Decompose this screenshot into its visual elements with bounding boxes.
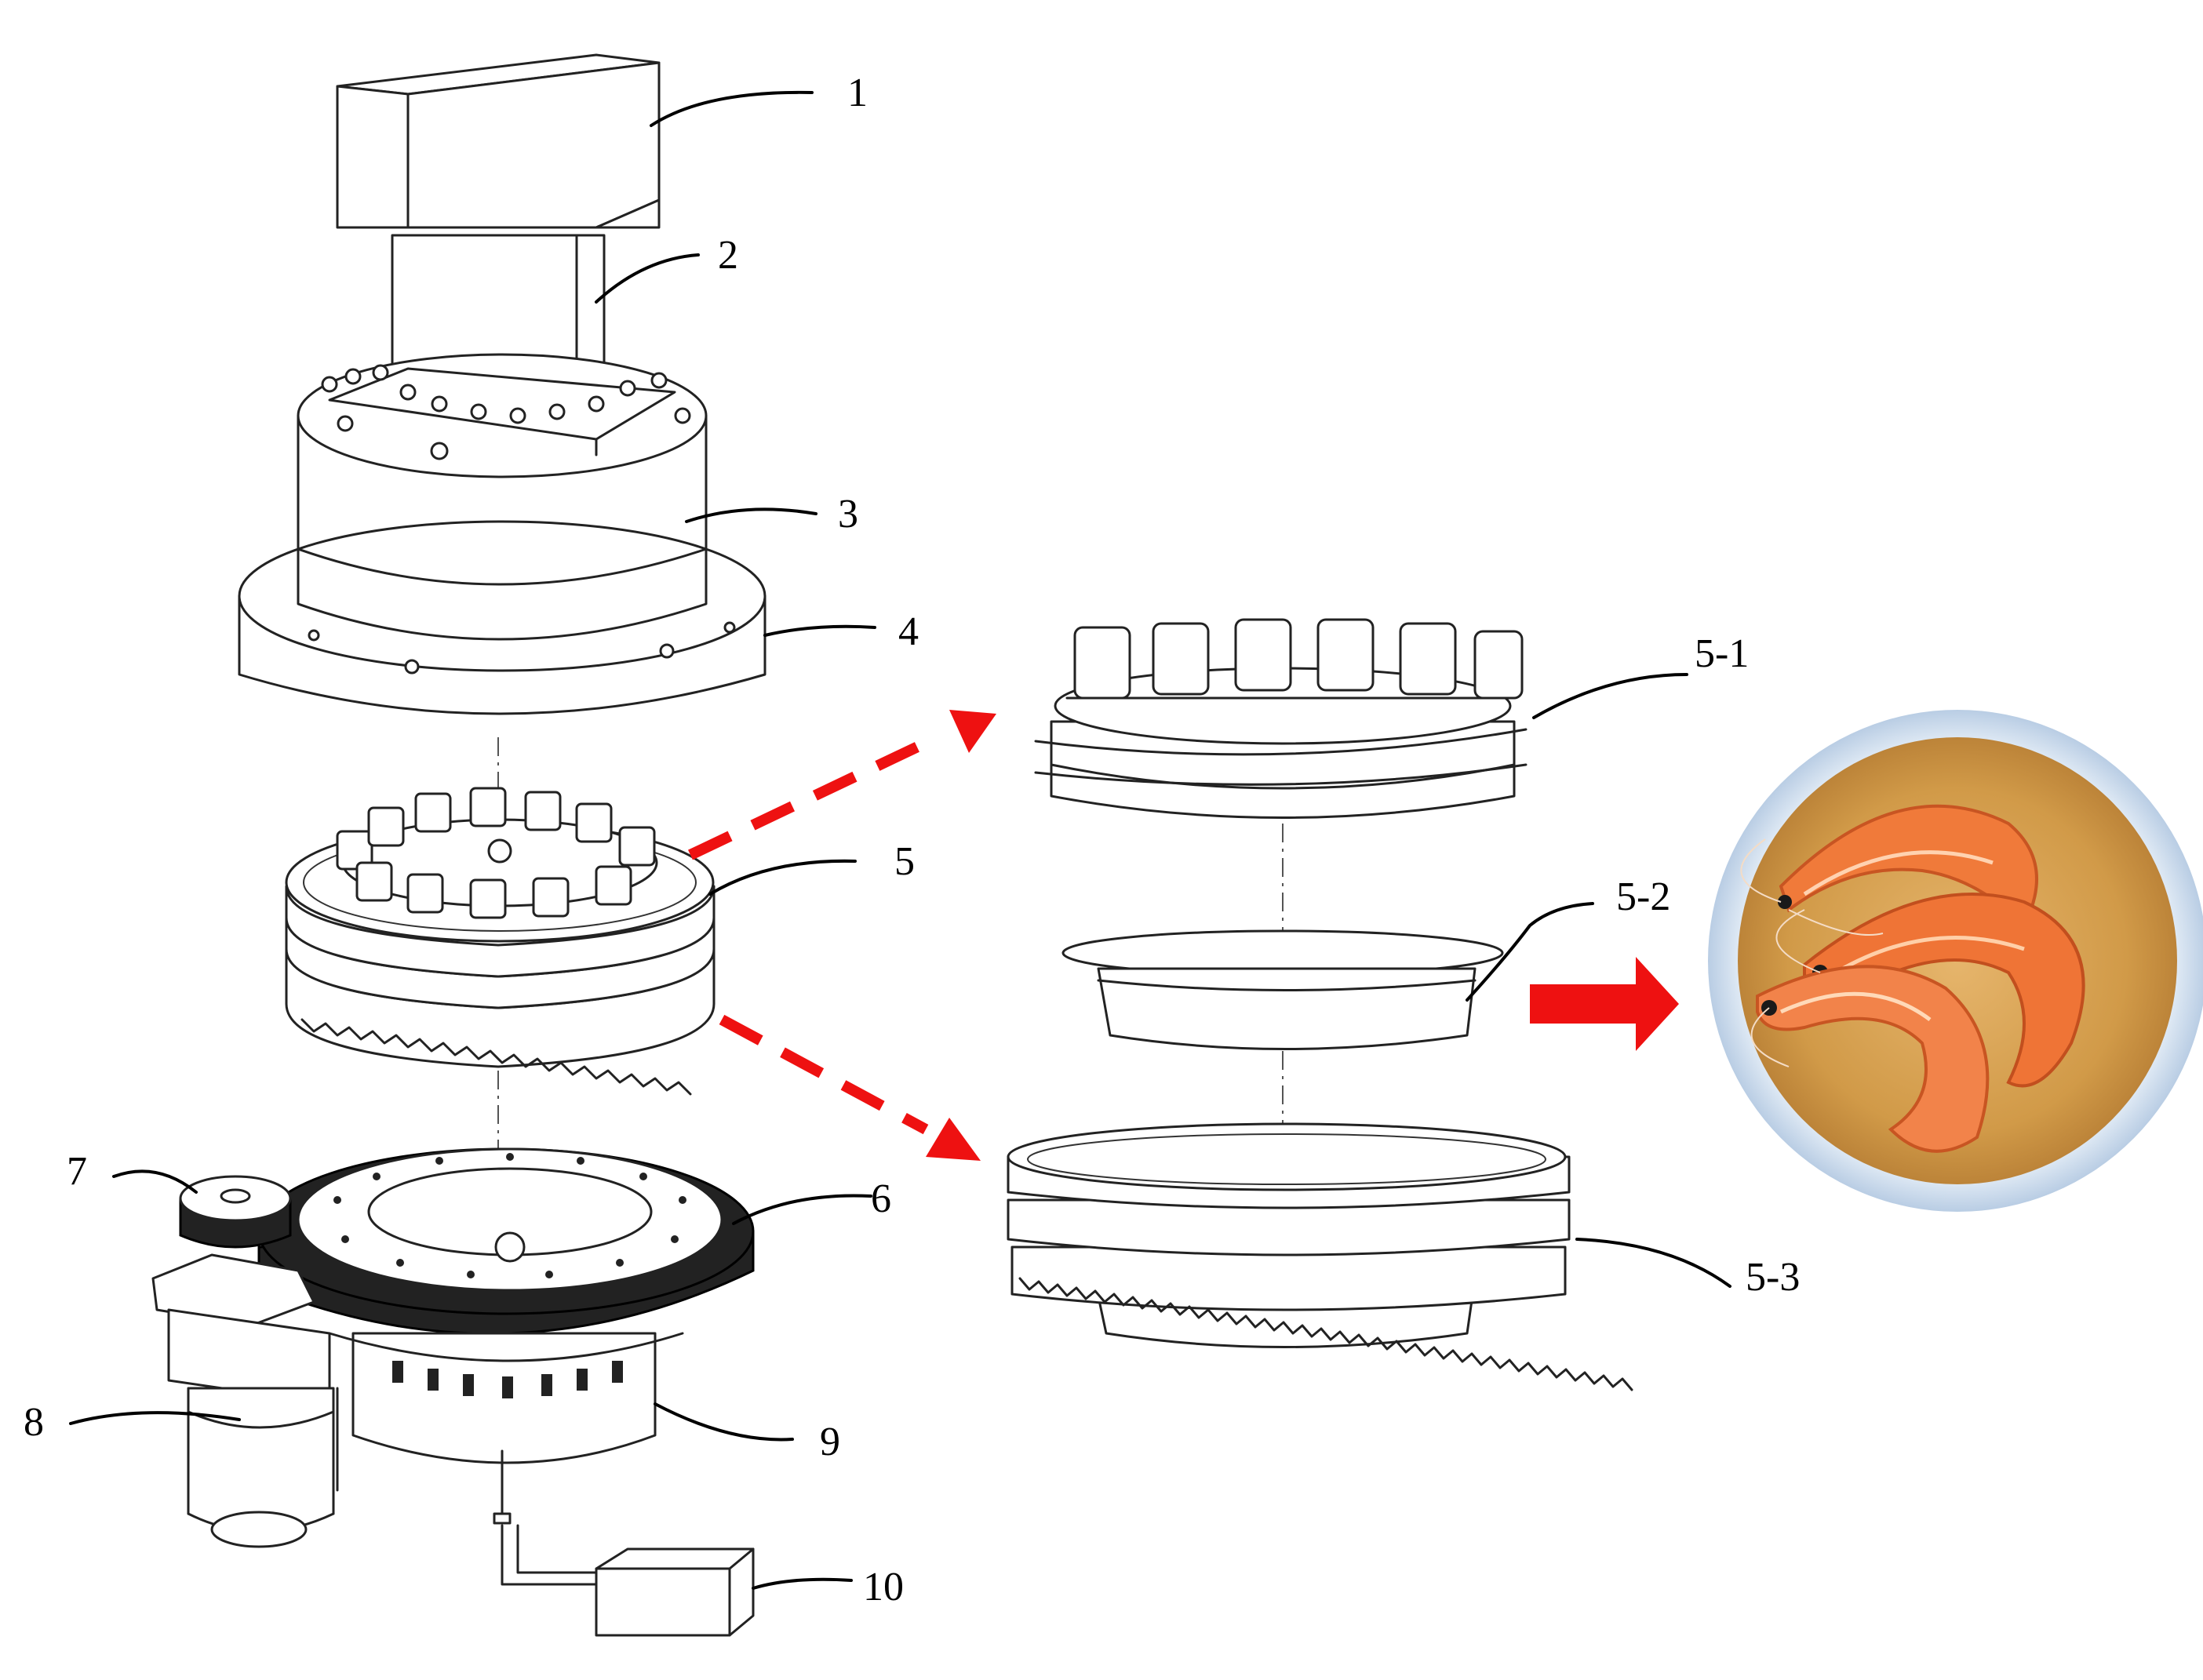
callout-1: 1	[847, 71, 868, 115]
leader-5	[708, 859, 857, 896]
part-8-motor	[151, 1253, 339, 1548]
part-9-lower-cylinder	[328, 1332, 684, 1586]
callout-3: 3	[838, 492, 858, 536]
ring-holes	[333, 1153, 686, 1278]
leader-8	[69, 1411, 241, 1425]
solid-arrow-right-icon	[1530, 957, 1679, 1051]
leader-2	[595, 253, 700, 304]
detail-5-3-base	[1007, 1122, 1633, 1391]
part-1-box	[336, 53, 661, 229]
callout-6: 6	[871, 1176, 891, 1221]
shrimp-bowl-photo	[1708, 710, 2203, 1212]
part-7-pinion	[179, 1175, 292, 1249]
leader-5-3	[1575, 1238, 1731, 1288]
callout-7: 7	[67, 1149, 87, 1194]
leader-4	[763, 624, 876, 637]
leader-5-1	[1532, 673, 1688, 719]
part-5-container	[285, 787, 716, 1096]
callout-4: 4	[898, 609, 919, 654]
leader-6	[732, 1194, 872, 1225]
callout-10: 10	[863, 1565, 904, 1609]
leader-5-2	[1466, 902, 1594, 1002]
callout-9: 9	[820, 1420, 840, 1464]
crown-lugs	[336, 787, 656, 919]
leader-10	[752, 1577, 853, 1590]
detail-5-2-tray	[1061, 929, 1504, 1050]
detail-lugs	[1073, 618, 1524, 700]
bolt-heads	[321, 364, 691, 460]
callout-5-1: 5-1	[1695, 631, 1749, 676]
detail-5-1-lid	[1034, 618, 1528, 819]
callout-2: 2	[718, 233, 738, 278]
callout-5-2: 5-2	[1616, 875, 1670, 919]
part-6-slewing-ring	[257, 1147, 755, 1335]
leader-7	[112, 1169, 198, 1194]
callout-5-3: 5-3	[1746, 1255, 1800, 1300]
part-10-controller	[595, 1547, 755, 1637]
lower-bolts	[392, 1361, 623, 1398]
leader-3	[685, 507, 817, 523]
callout-5: 5	[894, 839, 915, 884]
shrimp-antennae	[1740, 838, 1884, 1067]
leader-1	[650, 90, 814, 127]
part-4-flange	[238, 520, 766, 715]
dashed-arrow-icon-upper	[687, 710, 996, 860]
dashed-arrow-icon-lower	[719, 1014, 981, 1161]
callout-8: 8	[24, 1400, 44, 1445]
leader-9	[654, 1402, 794, 1442]
